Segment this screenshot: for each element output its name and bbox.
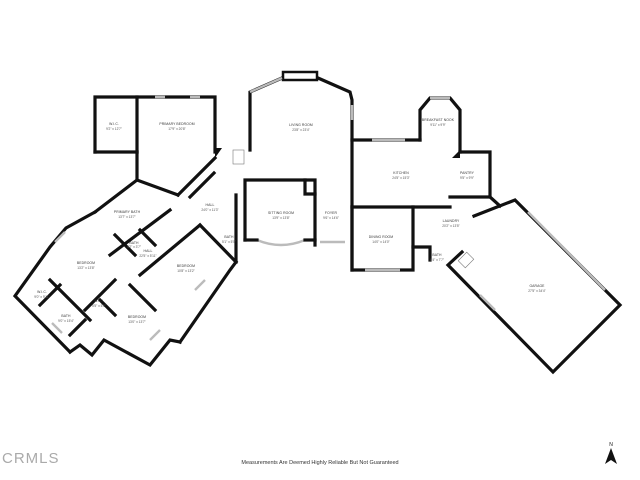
svg-text:W.I.C.: W.I.C.	[94, 299, 104, 303]
svg-text:BATH: BATH	[224, 235, 234, 239]
svg-text:LAUNDRY: LAUNDRY	[443, 219, 460, 223]
svg-text:6'4" x 7'7": 6'4" x 7'7"	[430, 258, 444, 262]
svg-text:9'5" x 9'9": 9'5" x 9'9"	[460, 176, 474, 180]
svg-text:27'5" x 34'4": 27'5" x 34'4"	[528, 289, 545, 293]
svg-text:FOYER: FOYER	[325, 211, 338, 215]
svg-text:W.I.C.: W.I.C.	[109, 122, 119, 126]
svg-text:W.I.C.: W.I.C.	[37, 290, 47, 294]
room-label-wic-primary: W.I.C.9'2" x 12'7"	[106, 122, 122, 131]
svg-text:GARAGE: GARAGE	[529, 284, 545, 288]
north-label: N	[609, 442, 613, 448]
svg-text:22'5" x 5'11": 22'5" x 5'11"	[139, 254, 156, 258]
measurement-disclaimer: Measurements Are Deemed Highly Reliable …	[241, 460, 399, 466]
svg-text:DINING ROOM: DINING ROOM	[369, 235, 394, 239]
svg-text:9'0" x 15'4": 9'0" x 15'4"	[58, 319, 74, 323]
svg-text:9'0" x 9'11": 9'0" x 9'11"	[34, 295, 49, 299]
svg-text:5'5" x 5'5": 5'5" x 5'5"	[92, 304, 106, 308]
svg-text:23'8" x 23'4": 23'8" x 23'4"	[292, 128, 309, 132]
svg-text:LIVING ROOM: LIVING ROOM	[289, 123, 313, 127]
north-arrow: N	[604, 442, 618, 469]
svg-text:KITCHEN: KITCHEN	[393, 171, 409, 175]
svg-text:BEDROOM: BEDROOM	[128, 315, 146, 319]
svg-text:PRIMARY BEDROOM: PRIMARY BEDROOM	[159, 122, 194, 126]
svg-text:4'2" x 3'7": 4'2" x 3'7"	[127, 245, 141, 249]
svg-text:9'11" x 9'9": 9'11" x 9'9"	[430, 123, 445, 127]
svg-text:HALL: HALL	[206, 203, 215, 207]
svg-text:20'2" x 13'5": 20'2" x 13'5"	[442, 224, 459, 228]
svg-text:BEDROOM: BEDROOM	[77, 261, 95, 265]
svg-text:24'0" x 11'3": 24'0" x 11'3"	[201, 208, 218, 212]
svg-text:PANTRY: PANTRY	[460, 171, 475, 175]
svg-text:SITTING ROOM: SITTING ROOM	[268, 211, 294, 215]
svg-text:24'5" x 15'3": 24'5" x 15'3"	[392, 176, 409, 180]
svg-text:5'1" x 5'5": 5'1" x 5'5"	[222, 240, 236, 244]
svg-text:14'0" x 14'0": 14'0" x 14'0"	[372, 240, 389, 244]
room-labels: W.I.C.9'2" x 12'7" PRIMARY BEDROOM17'9" …	[34, 118, 545, 324]
svg-text:BATH: BATH	[432, 253, 442, 257]
svg-text:13'2" x 13'8": 13'2" x 13'8"	[77, 266, 94, 270]
svg-text:13'0" x 13'7": 13'0" x 13'7"	[128, 320, 145, 324]
svg-text:HALL: HALL	[144, 249, 153, 253]
crmls-logo: CRMLS	[2, 450, 60, 467]
svg-text:BATH: BATH	[61, 314, 71, 318]
svg-text:9'6" x 14'6": 9'6" x 14'6"	[323, 216, 339, 220]
room-label-wic-small: W.I.C.5'5" x 5'5"	[92, 299, 106, 308]
svg-text:BREAKFAST NOOK: BREAKFAST NOOK	[422, 118, 455, 122]
svg-text:BEDROOM: BEDROOM	[177, 264, 195, 268]
svg-text:BATH: BATH	[129, 241, 139, 245]
walls	[12, 70, 623, 375]
north-arrow-icon	[605, 448, 617, 464]
svg-text:9'2" x 12'7": 9'2" x 12'7"	[106, 127, 122, 131]
svg-text:13'9" x 13'8": 13'9" x 13'8"	[272, 216, 289, 220]
room-label-wic-west: W.I.C.9'0" x 9'11"	[34, 290, 49, 299]
svg-text:13'7" x 13'7": 13'7" x 13'7"	[118, 215, 135, 219]
svg-text:PRIMARY BATH: PRIMARY BATH	[114, 210, 141, 214]
svg-text:17'9" x 20'8": 17'9" x 20'8"	[168, 127, 185, 131]
svg-text:10'8" x 13'2": 10'8" x 13'2"	[177, 269, 194, 273]
